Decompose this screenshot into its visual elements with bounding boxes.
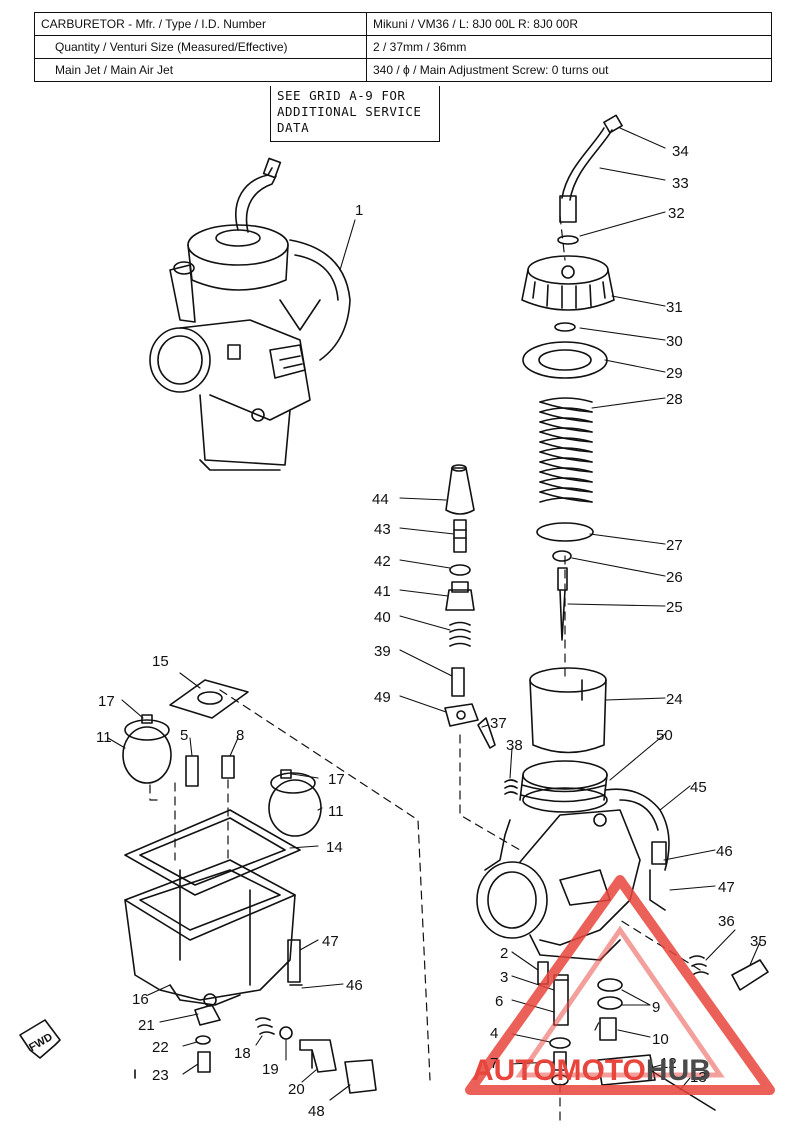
fwd-label: FWD bbox=[27, 1031, 55, 1054]
callout-number: 47 bbox=[322, 933, 339, 950]
spec-value: 2 / 37mm / 36mm bbox=[366, 35, 772, 59]
callout-number: 25 bbox=[666, 599, 683, 616]
callout-number: 26 bbox=[666, 569, 683, 586]
callout-number: 50 bbox=[656, 727, 673, 744]
callout-number: 41 bbox=[374, 583, 391, 600]
callout-number: 35 bbox=[750, 933, 767, 950]
spec-table: CARBURETOR - Mfr. / Type / I.D. Number M… bbox=[34, 12, 772, 82]
spec-label: CARBURETOR - Mfr. / Type / I.D. Number bbox=[34, 12, 367, 36]
callout-number: 24 bbox=[666, 691, 683, 708]
assembled-carburetor bbox=[149, 157, 351, 471]
callout-number: 14 bbox=[326, 839, 343, 856]
callout-number: 42 bbox=[374, 553, 391, 570]
callout-number: 8 bbox=[236, 727, 244, 744]
callout-number: 13 bbox=[690, 1069, 707, 1086]
note-line: SEE GRID A-9 FOR bbox=[277, 88, 406, 103]
callout-number: 12 bbox=[660, 1055, 677, 1072]
starter-plunger-parts bbox=[444, 464, 518, 795]
callout-number: 16 bbox=[132, 991, 149, 1008]
callout-number: 49 bbox=[374, 689, 391, 706]
spec-value: Mikuni / VM36 / L: 8J0 00L R: 8J0 00R bbox=[366, 12, 772, 36]
callout-number: 46 bbox=[716, 843, 733, 860]
callout-number: 3 bbox=[500, 969, 508, 986]
callout-number: 21 bbox=[138, 1017, 155, 1034]
callout-number: 31 bbox=[666, 299, 683, 316]
watermark-text: AUTOMOTOHUB bbox=[472, 1054, 711, 1087]
carburetor-body bbox=[476, 760, 670, 961]
callout-number: 15 bbox=[152, 653, 169, 670]
callout-number: 2 bbox=[500, 945, 508, 962]
callout-number: 45 bbox=[690, 779, 707, 796]
callout-number: 46 bbox=[346, 977, 363, 994]
spec-row: CARBURETOR - Mfr. / Type / I.D. Number M… bbox=[34, 12, 772, 36]
assembly-guide-lines bbox=[149, 215, 701, 1121]
note-line: ADDITIONAL SERVICE bbox=[277, 104, 422, 119]
callout-number: 17 bbox=[98, 693, 115, 710]
watermark-logo bbox=[465, 875, 775, 1095]
callout-number: 36 bbox=[718, 913, 735, 930]
callout-number: 17 bbox=[328, 771, 345, 788]
callout-leader-lines bbox=[107, 127, 761, 1101]
callout-number: 20 bbox=[288, 1081, 305, 1098]
callout-number: 11 bbox=[96, 729, 112, 746]
callout-number: 34 bbox=[672, 143, 689, 160]
callout-number: 5 bbox=[180, 727, 188, 744]
spec-row: Main Jet / Main Air Jet 340 / ϕ / Main A… bbox=[34, 58, 772, 82]
callout-number: 32 bbox=[668, 205, 685, 222]
callout-number: 29 bbox=[666, 365, 683, 382]
service-note: SEE GRID A-9 FOR ADDITIONAL SERVICE DATA bbox=[270, 86, 440, 142]
callout-number: 7 bbox=[490, 1055, 498, 1072]
callout-number: 30 bbox=[666, 333, 683, 350]
callout-number: 27 bbox=[666, 537, 683, 554]
note-line: DATA bbox=[277, 120, 310, 135]
watermark-part-2: HUB bbox=[646, 1054, 711, 1087]
callout-number: 22 bbox=[152, 1039, 169, 1056]
callout-number: 38 bbox=[506, 737, 523, 754]
callout-number: 48 bbox=[308, 1103, 325, 1120]
float-bowl-parts bbox=[19, 679, 377, 1094]
callout-number: 6 bbox=[495, 993, 503, 1010]
callout-number: 1 bbox=[355, 202, 363, 219]
spec-label: Main Jet / Main Air Jet bbox=[34, 58, 367, 82]
callout-number: 11 bbox=[328, 803, 344, 820]
callout-number: 37 bbox=[490, 715, 507, 732]
callout-number: 23 bbox=[152, 1067, 169, 1084]
callout-number: 40 bbox=[374, 609, 391, 626]
top-cap-parts bbox=[521, 114, 623, 754]
callout-layer: 1234567891011111213141516171718192021222… bbox=[96, 143, 767, 1120]
callout-number: 10 bbox=[652, 1031, 669, 1048]
watermark-part-1: AUTOMOTO bbox=[472, 1054, 646, 1087]
callout-number: 28 bbox=[666, 391, 683, 408]
callout-number: 19 bbox=[262, 1061, 279, 1078]
callout-number: 4 bbox=[490, 1025, 498, 1042]
spec-value: 340 / ϕ / Main Adjustment Screw: 0 turns… bbox=[366, 58, 772, 82]
callout-number: 18 bbox=[234, 1045, 251, 1062]
spec-row: Quantity / Venturi Size (Measured/Effect… bbox=[34, 35, 772, 59]
callout-number: 33 bbox=[672, 175, 689, 192]
callout-number: 9 bbox=[652, 999, 660, 1016]
callout-number: 43 bbox=[374, 521, 391, 538]
callout-number: 47 bbox=[718, 879, 735, 896]
callout-number: 39 bbox=[374, 643, 391, 660]
callout-number: 44 bbox=[372, 491, 389, 508]
